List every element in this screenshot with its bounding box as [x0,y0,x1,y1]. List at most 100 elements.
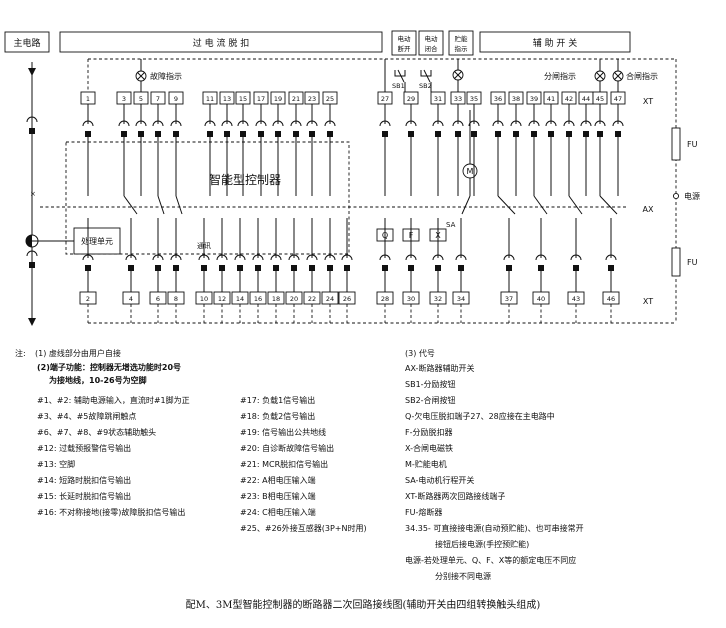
note-right-5: F-分励脱扣器 [405,428,453,437]
power-terminal-icon [672,192,680,200]
controller-label: 智能型控制器 [209,172,281,187]
svg-text:46: 46 [607,295,615,303]
svg-text:4: 4 [129,295,133,303]
terminal-bottom-37: 37 [500,291,518,305]
header-elec-open-1: 电动 [398,34,412,43]
svg-text:33: 33 [454,95,462,103]
note-right-4: Q-欠电压脱扣端子27、28应接在主电路中 [405,412,555,421]
sb1-label: SB1 [392,82,405,90]
sb1-button [384,59,406,92]
svg-text:28: 28 [381,295,389,303]
note-mid-1: #17: 负载1信号输出 [240,396,316,405]
processing-unit-box [73,227,121,255]
note-right-6: X-合闸电磁铁 [405,444,453,453]
svg-text:20: 20 [290,295,298,303]
terminal-bottom-24: 24 [321,291,339,305]
note-right-10: FU-熔断器 [405,508,443,517]
wires [82,104,624,323]
terminal-top-33: 33 [450,91,466,105]
svg-text:10: 10 [200,295,208,303]
terminal-bottom-10: 10 [195,291,213,305]
svg-text:7: 7 [156,95,160,103]
svg-text:26: 26 [343,295,351,303]
svg-text:11: 11 [206,95,214,103]
close-indicator-lamp [612,59,624,92]
terminal-top-5: 5 [133,91,149,105]
header-elec-open-2: 断开 [398,44,412,53]
fuse-bottom-label: FU [687,258,698,267]
header-energy-1: 贮能 [455,34,469,43]
note-mid-6: #22: A相电压输入端 [240,476,316,485]
svg-text:39: 39 [530,95,538,103]
caption: 配M、3M型智能控制器的断路器二次回路接线图(辅助开关由四组转换触头组成) [185,600,541,611]
svg-text:43: 43 [572,295,580,303]
header-energy-2: 指示 [455,44,469,53]
note-item-3: #6、#7、#8、#9状态辅助触头 [37,428,157,437]
note-right-2: SB1-分励按钮 [405,380,456,389]
fuse-top-label: FU [687,140,698,149]
note-right-12: 接钮后接电源(手控预贮能) [435,540,530,549]
terminal-bottom-28: 28 [376,291,394,305]
close-indicator-label: 合闸指示 [626,71,658,81]
svg-text:34: 34 [457,295,465,303]
note-item-8: #16: 不对称接地(接零)故障脱扣信号输出 [37,508,186,517]
open-indicator-lamp [594,59,606,92]
terminal-top-45: 45 [592,91,608,105]
terminal-top-9: 9 [168,91,184,105]
svg-text:5: 5 [139,95,143,103]
header-elec-close-2: 闭合 [425,44,439,53]
header-aux: 辅 助 开 关 [533,37,578,49]
terminal-bottom-22: 22 [303,291,321,305]
svg-text:18: 18 [272,295,280,303]
fuse-bottom [671,247,681,277]
svg-text:40: 40 [537,295,545,303]
terminal-top-35: 35 [466,91,482,105]
terminal-top-47: 47 [610,91,626,105]
terminal-bottom-30: 30 [402,291,420,305]
main-circuit-line: × [25,62,74,326]
controller-frame [65,141,350,255]
svg-text:17: 17 [257,95,265,103]
note-item-7: #15: 长延时脱扣信号输出 [37,492,132,501]
svg-text:14: 14 [236,295,244,303]
svg-text:45: 45 [596,95,604,103]
open-indicator-label: 分闸指示 [544,71,576,81]
svg-text:16: 16 [254,295,262,303]
terminal-bottom-40: 40 [532,291,550,305]
svg-text:2: 2 [86,295,90,303]
svg-text:19: 19 [274,95,282,103]
note-right-1: AX-断路器辅助开关 [405,364,475,373]
terminal-bottom-32: 32 [429,291,447,305]
terminal-top-41: 41 [543,91,559,105]
header-energy-box [448,30,474,56]
terminal-top-7: 7 [150,91,166,105]
header-elec-open-box [391,30,417,56]
terminal-bottom-26: 26 [338,291,356,305]
note-mid-3: #19: 信号输出公共地线 [240,428,327,437]
svg-text:37: 37 [505,295,513,303]
terminal-top-42: 42 [561,91,577,105]
svg-text:32: 32 [434,295,442,303]
header-elec-close-1: 电动 [425,34,439,43]
svg-text:15: 15 [239,95,247,103]
terminal-bottom-46: 46 [602,291,620,305]
terminal-top-19: 19 [270,91,286,105]
note-right-13: 电源-若处理单元、Q、F、X等的额定电压不同应 [405,556,577,565]
terminal-top-36: 36 [490,91,506,105]
svg-text:24: 24 [326,295,334,303]
note-right-7: M-贮能电机 [405,460,447,469]
note-mid-9: #25、#26外接互感器(3P+N时用) [240,524,367,533]
notes-prefix: 注: [15,349,26,358]
svg-text:29: 29 [407,95,415,103]
header-trip-box [59,31,383,53]
svg-text:23: 23 [308,95,316,103]
svg-text:9: 9 [174,95,178,103]
terminal-bottom-16: 16 [249,291,267,305]
svg-text:3: 3 [122,95,126,103]
terminal-top-44: 44 [578,91,594,105]
note-item-5: #13: 空脚 [37,460,76,469]
svg-text:30: 30 [407,295,415,303]
terminal-top-21: 21 [288,91,304,105]
